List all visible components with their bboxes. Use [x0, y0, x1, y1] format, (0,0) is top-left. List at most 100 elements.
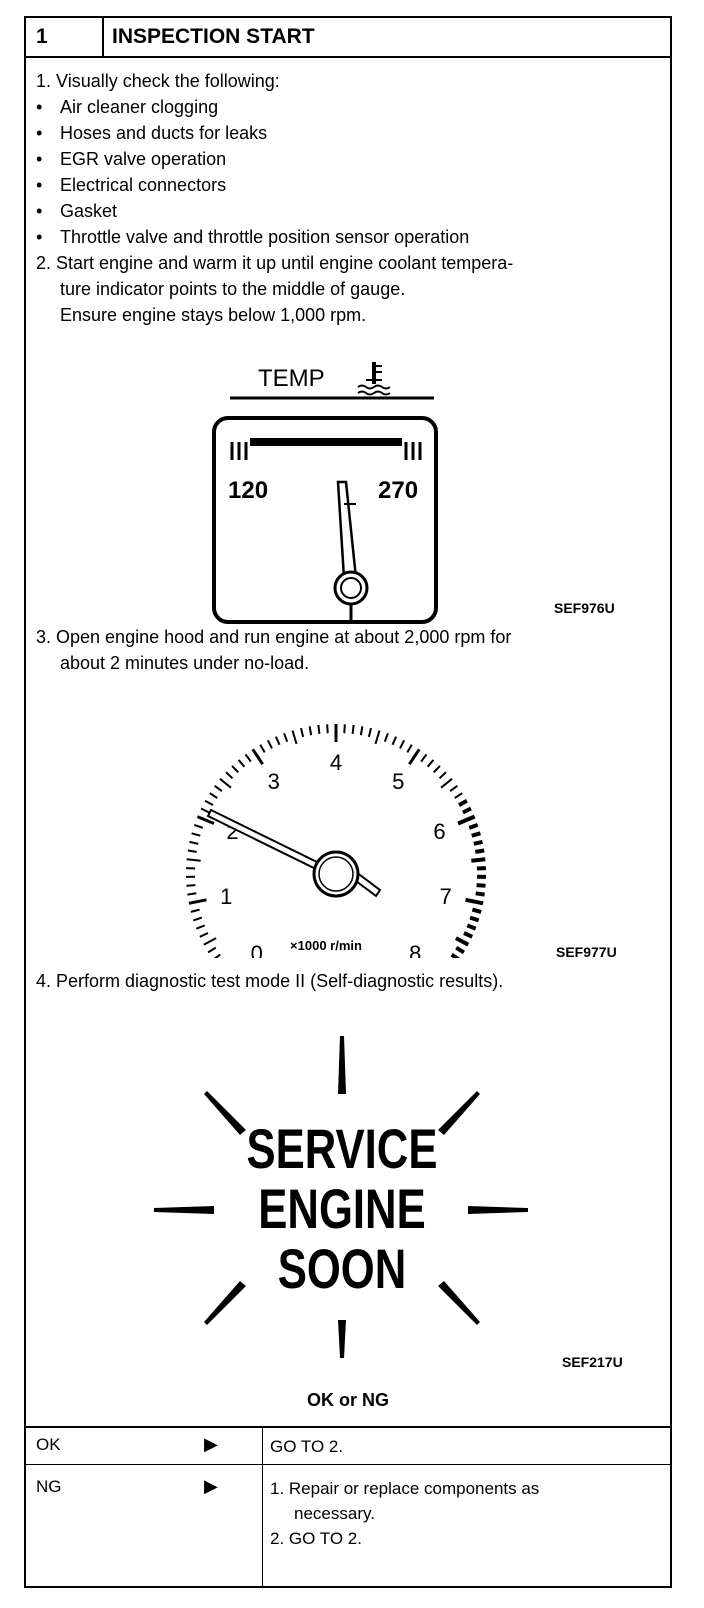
bullet-icon: • [36, 227, 43, 247]
minor-tick [213, 953, 221, 958]
minor-tick [199, 932, 209, 938]
figure-code-tach: SEF977U [556, 944, 617, 960]
step-3-line-2: about 2 minutes under no-load. [60, 653, 310, 673]
minor-tick [187, 849, 197, 853]
lamp-line-3: SOON [278, 1238, 407, 1300]
result-action: 1. Repair or replace components as [270, 1479, 540, 1498]
minor-tick [219, 778, 232, 789]
tick-label: 4 [330, 750, 342, 775]
minor-tick [192, 916, 203, 922]
minor-tick [440, 778, 453, 789]
minor-tick [351, 724, 355, 735]
minor-tick [454, 936, 470, 947]
lamp-line-1: SERVICE [247, 1118, 438, 1180]
major-tick [408, 748, 421, 766]
minor-tick [438, 771, 447, 780]
minor-tick [214, 784, 223, 792]
result-table: OK ▶ GO TO 2. NG ▶ 1. Repair or replace … [26, 1426, 670, 1587]
result-action: 2. GO TO 2. [270, 1529, 362, 1548]
section-number: 1 [26, 18, 104, 56]
arrow-right-icon: ▶ [204, 1476, 218, 1496]
minor-tick [244, 753, 252, 763]
minor-tick [317, 724, 321, 735]
table-row: NG ▶ 1. Repair or replace components as … [26, 1465, 670, 1587]
minor-tick [475, 891, 485, 897]
arrow-right-icon: ▶ [204, 1434, 218, 1454]
minor-tick [454, 792, 463, 799]
result-action: necessary. [294, 1504, 375, 1523]
minor-tick [187, 892, 197, 896]
column-divider [262, 1465, 263, 1587]
gauge-high-value: 270 [378, 477, 418, 504]
major-tick [465, 897, 484, 906]
minor-tick [455, 945, 465, 955]
section-title: INSPECTION START [112, 25, 315, 48]
minor-tick [399, 739, 405, 749]
minor-tick [476, 883, 486, 888]
minor-tick [195, 924, 206, 930]
minor-tick [374, 730, 381, 745]
minor-tick [193, 823, 204, 829]
step-1-text: 1. Visually check the following: [36, 71, 280, 91]
minor-tick [383, 732, 389, 743]
step-3-line-1: 3. Open engine hood and run engine at ab… [36, 627, 512, 647]
bullet-item: Gasket [60, 201, 118, 221]
gauge-frame [212, 416, 438, 624]
temp-gauge-figure: TEMP 120 270 [212, 362, 438, 624]
minor-tick [259, 744, 266, 753]
minor-tick [466, 923, 477, 931]
tick-label: 0 [251, 941, 263, 958]
section-header: 1 INSPECTION START [26, 18, 670, 58]
minor-tick [343, 724, 346, 734]
major-tick [188, 898, 207, 905]
minor-tick [207, 946, 217, 954]
minor-tick [209, 792, 218, 799]
tick-label: 1 [220, 884, 232, 909]
minor-tick [471, 907, 482, 914]
minor-tick [326, 724, 329, 734]
minor-tick [462, 806, 472, 815]
minor-tick [450, 952, 461, 958]
step-2-line-1: 2. Start engine and warm it up until eng… [36, 253, 514, 273]
minor-tick [432, 765, 441, 774]
minor-tick [449, 784, 458, 792]
bullet-icon: • [36, 149, 43, 169]
bullet-item: Hoses and ducts for leaks [60, 123, 268, 143]
tachometer-scale [185, 724, 487, 958]
minor-tick [186, 884, 196, 887]
bullet-item: EGR valve operation [60, 149, 227, 169]
minor-tick [200, 807, 210, 814]
minor-tick [471, 857, 486, 863]
minor-tick [458, 798, 468, 807]
minor-tick [274, 736, 281, 746]
result-label: OK [36, 1435, 61, 1454]
minor-tick [406, 744, 413, 753]
minor-tick [189, 840, 199, 845]
minor-tick [186, 858, 201, 862]
tick-label: 6 [433, 819, 445, 844]
bullet-item: Throttle valve and throttle position sen… [60, 227, 470, 247]
bullet-item: Air cleaner clogging [60, 97, 219, 117]
minor-tick [468, 823, 479, 830]
bullet-icon: • [36, 175, 43, 195]
tick-label: 3 [268, 769, 280, 794]
bullet-icon: • [36, 201, 43, 221]
bullet-icon: • [36, 97, 43, 117]
coolant-thermometer-icon [357, 362, 391, 396]
bullet-icon: • [36, 123, 43, 143]
tick-label: 5 [392, 769, 404, 794]
minor-tick [203, 937, 217, 946]
minor-tick [391, 736, 398, 746]
minor-tick [237, 759, 246, 768]
step-2-line-2: ture indicator points to the middle of g… [60, 279, 406, 299]
minor-tick [420, 753, 428, 763]
major-tick [196, 815, 215, 825]
minor-tick [225, 771, 234, 780]
minor-tick [204, 799, 214, 806]
minor-tick [291, 730, 298, 745]
tick-label: 8 [409, 941, 421, 958]
minor-tick [474, 848, 485, 854]
tach-unit: ×1000 r/min [290, 938, 362, 953]
service-engine-soon-lamp: SERVICE ENGINE SOON [154, 1036, 528, 1358]
